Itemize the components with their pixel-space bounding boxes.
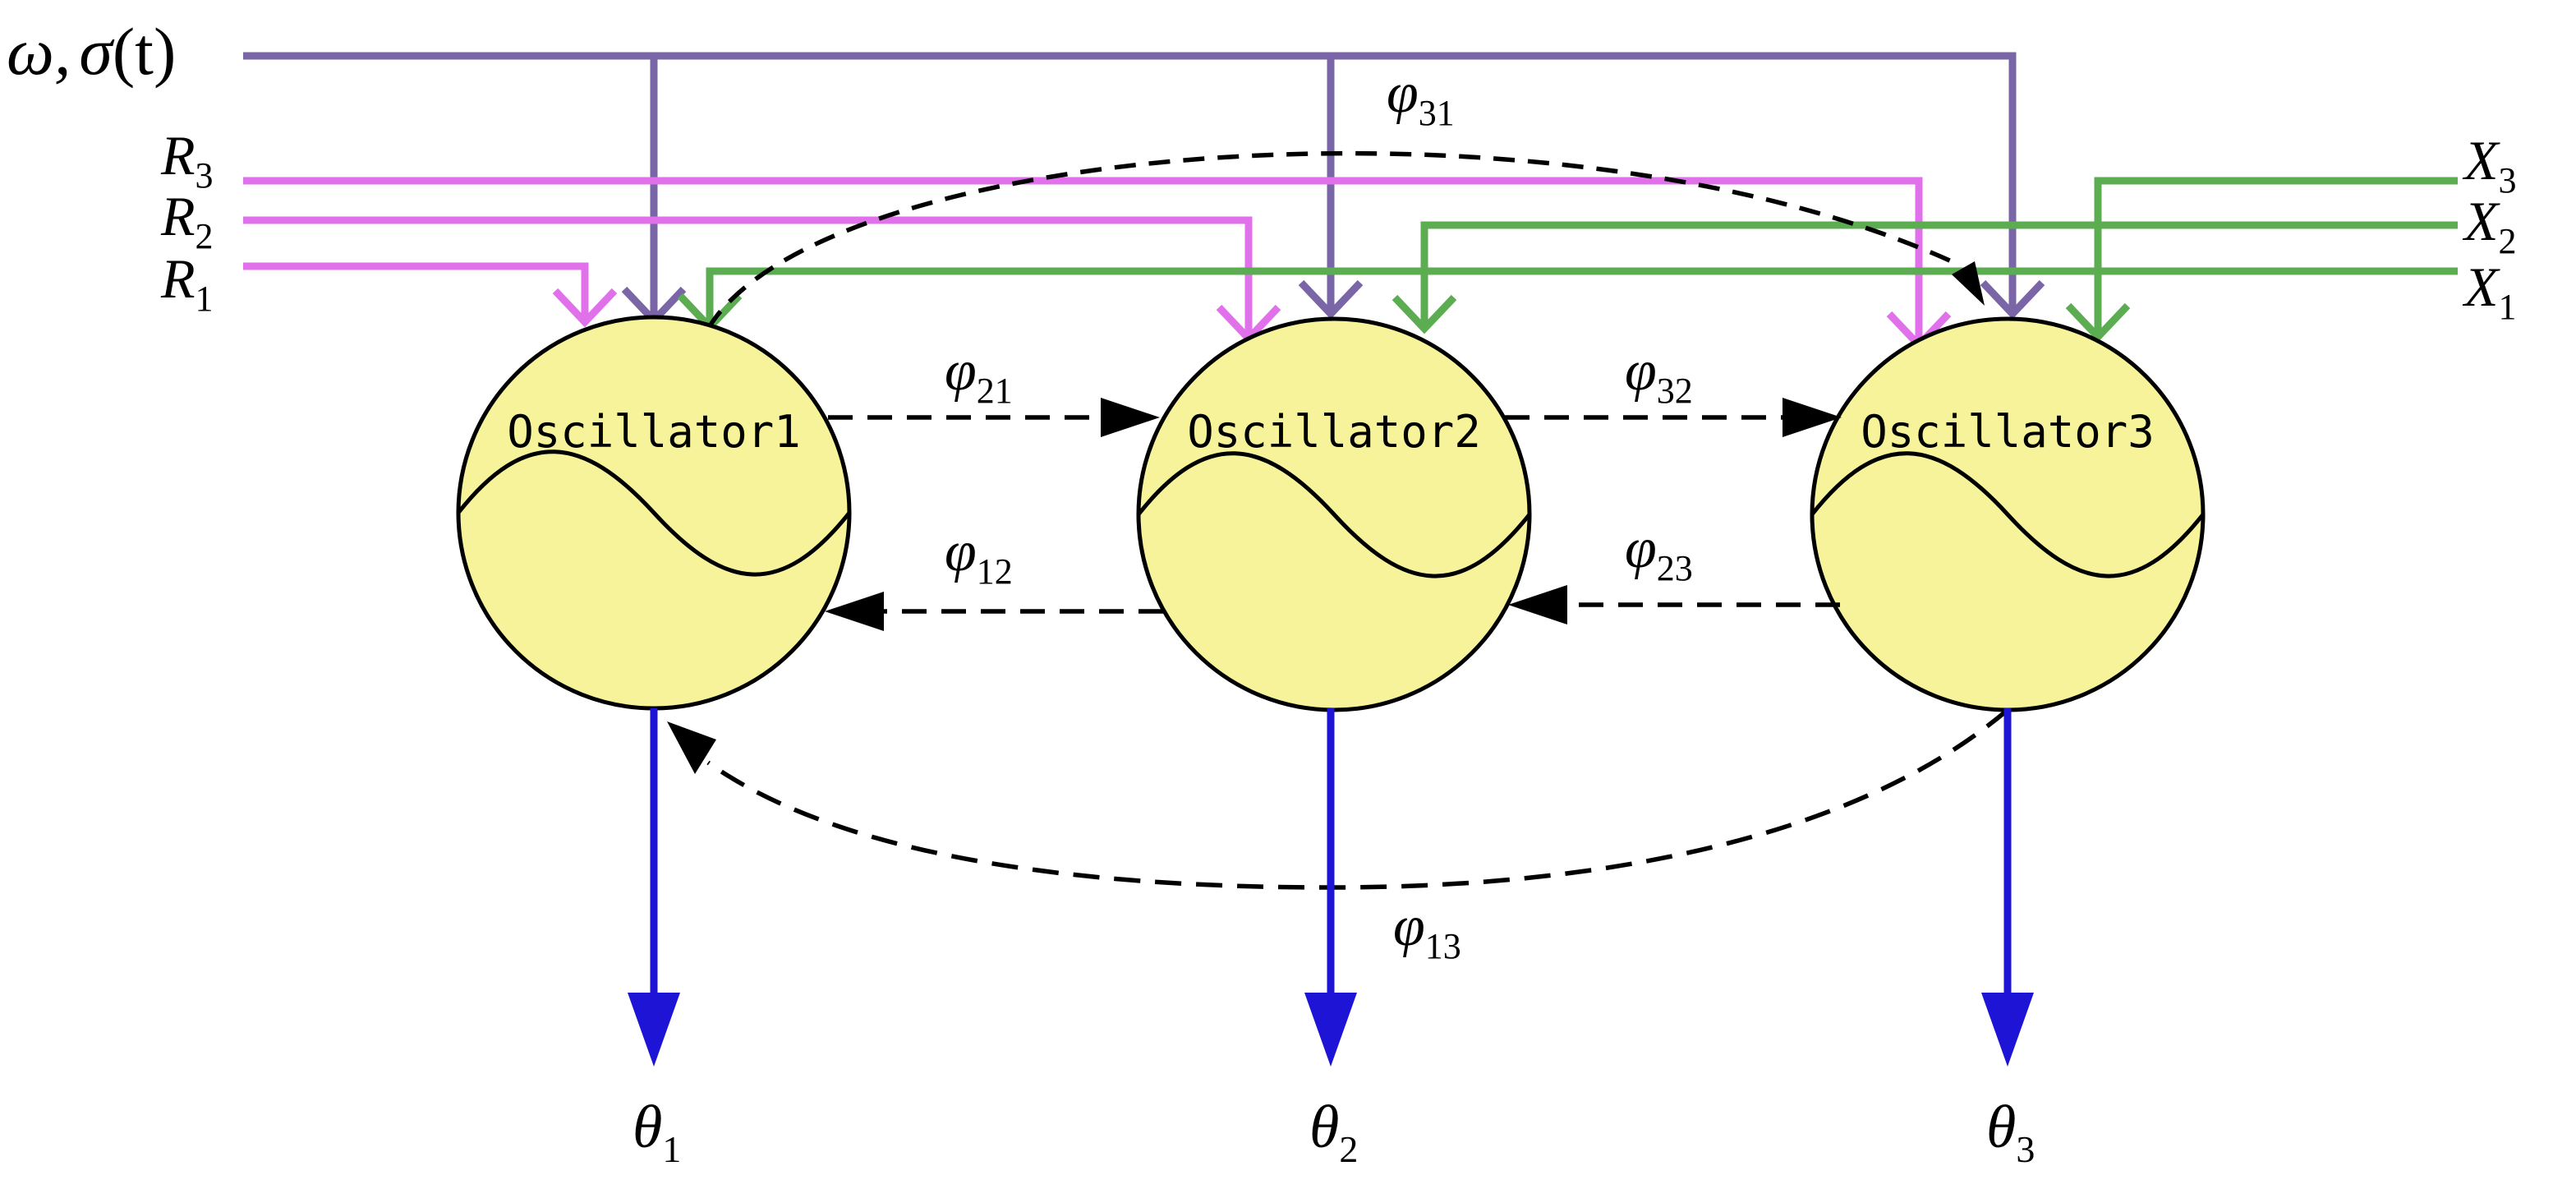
r1-line: [243, 262, 589, 322]
x1-label: X1: [2462, 256, 2517, 327]
phi13-arc: [706, 707, 2009, 890]
output-2-arrowhead: [1304, 993, 1357, 1067]
r1-label: R1: [160, 247, 214, 319]
r3-line: [243, 177, 1923, 345]
x3-arrowhead: [2065, 302, 2131, 343]
oscillator-1: [456, 315, 852, 711]
phi12-label: φ12: [945, 520, 1013, 592]
x1-line: [706, 267, 2458, 327]
theta2-label: θ2: [1309, 1094, 1358, 1170]
phi21-arrowhead: [1101, 398, 1160, 437]
r1-arrowhead: [552, 288, 618, 328]
coupling-phi23: [1508, 585, 1840, 624]
oscillator-2-label: Oscillator2: [1187, 406, 1481, 458]
coupling-phi13: [667, 707, 2009, 890]
oscillator-1-label: Oscillator1: [507, 406, 801, 458]
output-1-arrowhead: [628, 993, 680, 1067]
phi13-label: φ13: [1393, 895, 1461, 966]
phi13-arrowhead: [667, 721, 716, 774]
phi21-label: φ21: [945, 339, 1013, 411]
phi32-label: φ32: [1625, 339, 1693, 411]
r3-label: R3: [160, 124, 214, 196]
phi23-arrowhead: [1508, 585, 1567, 624]
theta3-label: θ3: [1986, 1094, 2035, 1170]
oscillator-2-wave: [1137, 451, 1531, 578]
omega-symbol: ω,: [7, 14, 71, 89]
oscillator-3: [1810, 316, 2206, 712]
r-input-lines: [243, 177, 1952, 351]
oscillator-3-wave: [1810, 451, 2205, 578]
coupling-phi21: [828, 398, 1160, 437]
oscillator-3-label: Oscillator3: [1861, 406, 2155, 458]
x2-arrowhead: [1392, 294, 1457, 334]
coupling-phi12: [825, 592, 1163, 631]
phi31-label: φ31: [1387, 62, 1455, 133]
coupling-phi31: [706, 150, 1985, 330]
x2-label: X2: [2462, 190, 2517, 261]
x-input-lines: [677, 177, 2458, 343]
omega-sigma-input-lines: [243, 52, 2045, 326]
omega-sigma-label: ω,σ(t): [7, 14, 176, 89]
x2-line: [1420, 221, 2458, 329]
time-arg: (t): [113, 14, 176, 89]
oscillator-1-wave: [457, 449, 851, 577]
phi12-arrowhead: [825, 592, 884, 631]
omega-arrowhead-osc3: [1980, 279, 2045, 320]
output-3-arrowhead: [1981, 993, 2034, 1067]
x3-label: X3: [2462, 129, 2517, 200]
phi23-label: φ23: [1625, 517, 1693, 588]
r2-line: [243, 216, 1253, 339]
phi31-arc: [706, 150, 1957, 330]
oscillator-2: [1136, 316, 1532, 712]
r2-label: R2: [160, 185, 214, 256]
x3-line: [2094, 177, 2458, 337]
output-lines: [628, 708, 2034, 1067]
theta1-label: θ1: [632, 1094, 681, 1170]
sigma-symbol: σ: [79, 14, 115, 89]
phi32-arrowhead: [1782, 398, 1842, 437]
phi31-arrowhead: [1952, 261, 1985, 306]
omega-arrowhead-osc2: [1298, 279, 1364, 320]
coupling-phi32: [1505, 398, 1842, 437]
